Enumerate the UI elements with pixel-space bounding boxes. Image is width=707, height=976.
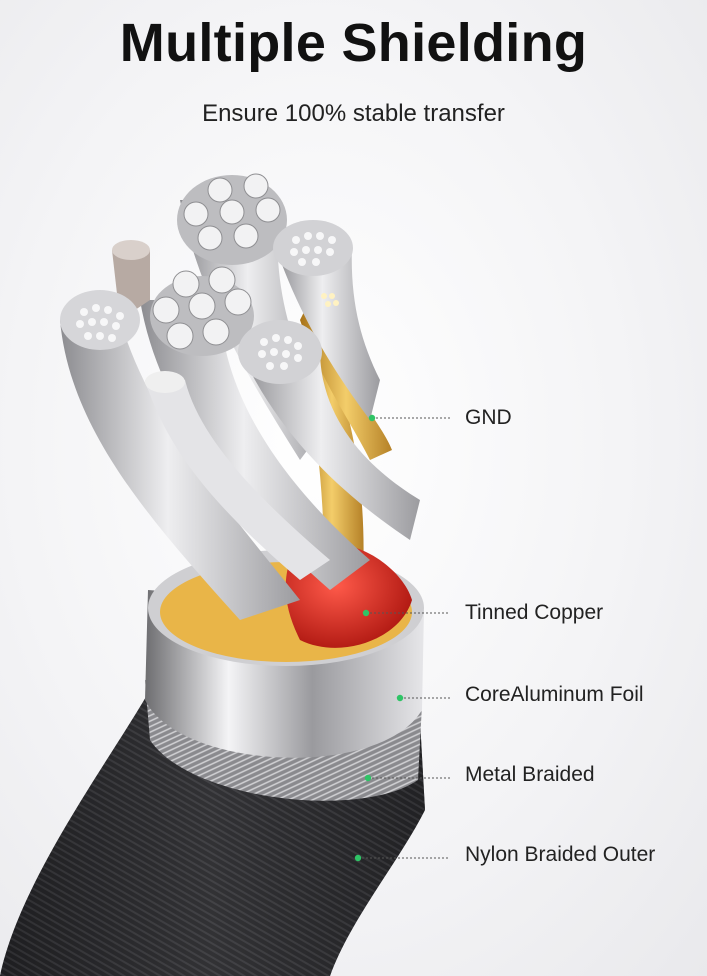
label-aluminum-foil: CoreAluminum Foil <box>465 683 644 706</box>
page-title: Multiple Shielding <box>119 13 588 73</box>
page-subtitle: Ensure 100% stable transfer <box>202 100 505 127</box>
leader-lines <box>358 417 450 859</box>
strand-ends <box>60 173 353 384</box>
label-nylon-braided-outer: Nylon Braided Outer <box>465 843 656 866</box>
label-metal-braided: Metal Braided <box>465 763 595 786</box>
leader-dots <box>354 414 404 862</box>
label-tinned-copper: Tinned Copper <box>465 601 604 624</box>
label-gnd: GND <box>465 406 512 429</box>
